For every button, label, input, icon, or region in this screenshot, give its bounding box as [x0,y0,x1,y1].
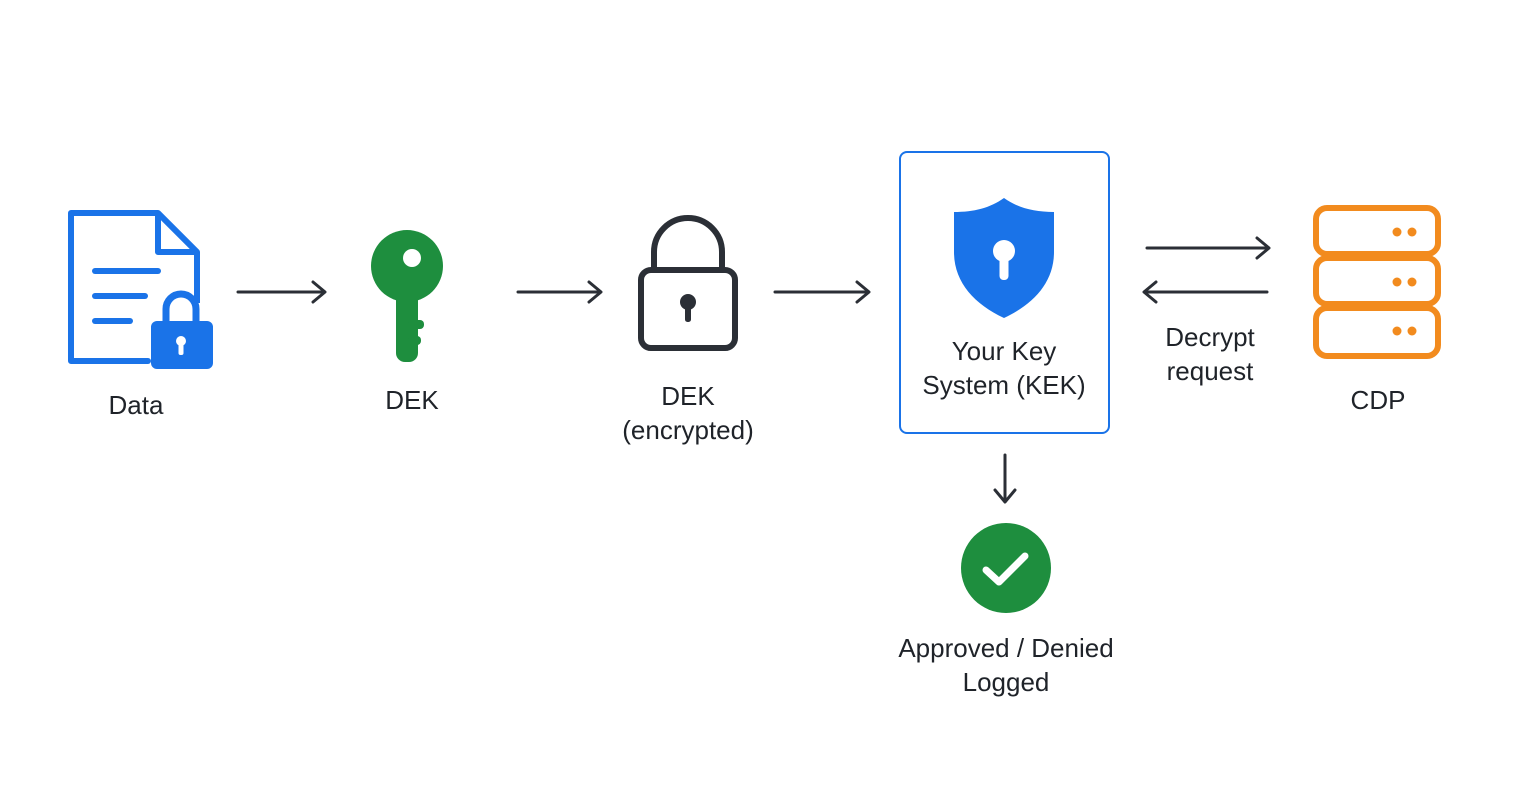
dek-label: DEK [385,385,439,415]
arrow-kek-to-log [993,453,1017,504]
arrow-kek-to-cdp [1145,236,1271,260]
server-stack-icon [1313,205,1441,359]
key-system-box [899,151,1110,434]
log-label-line2: Logged [962,667,1050,697]
kek-label-line2: System (KEK) [922,370,1086,400]
decrypt-request-label-line1: Decrypt [1165,322,1255,352]
padlock-icon [638,215,738,351]
shield-keyhole-icon [954,198,1054,318]
dek-encrypted-label-line2: (encrypted) [622,415,754,445]
key-icon [371,230,443,362]
encrypted-document-icon [68,210,213,369]
decrypt-request-label-line2: request [1166,356,1254,386]
data-label: Data [108,390,164,420]
log-label-line1: Approved / Denied [898,633,1114,663]
check-circle-icon [961,523,1051,613]
cdp-label: CDP [1350,385,1406,415]
dek-encrypted-label-line1: DEK [661,381,715,411]
arrow-dek-to-encrypted [516,280,603,304]
arrow-encrypted-to-kek [773,280,871,304]
arrow-cdp-to-kek [1142,280,1269,304]
arrow-data-to-dek [236,280,327,304]
kek-label-line1: Your Key [951,336,1057,366]
